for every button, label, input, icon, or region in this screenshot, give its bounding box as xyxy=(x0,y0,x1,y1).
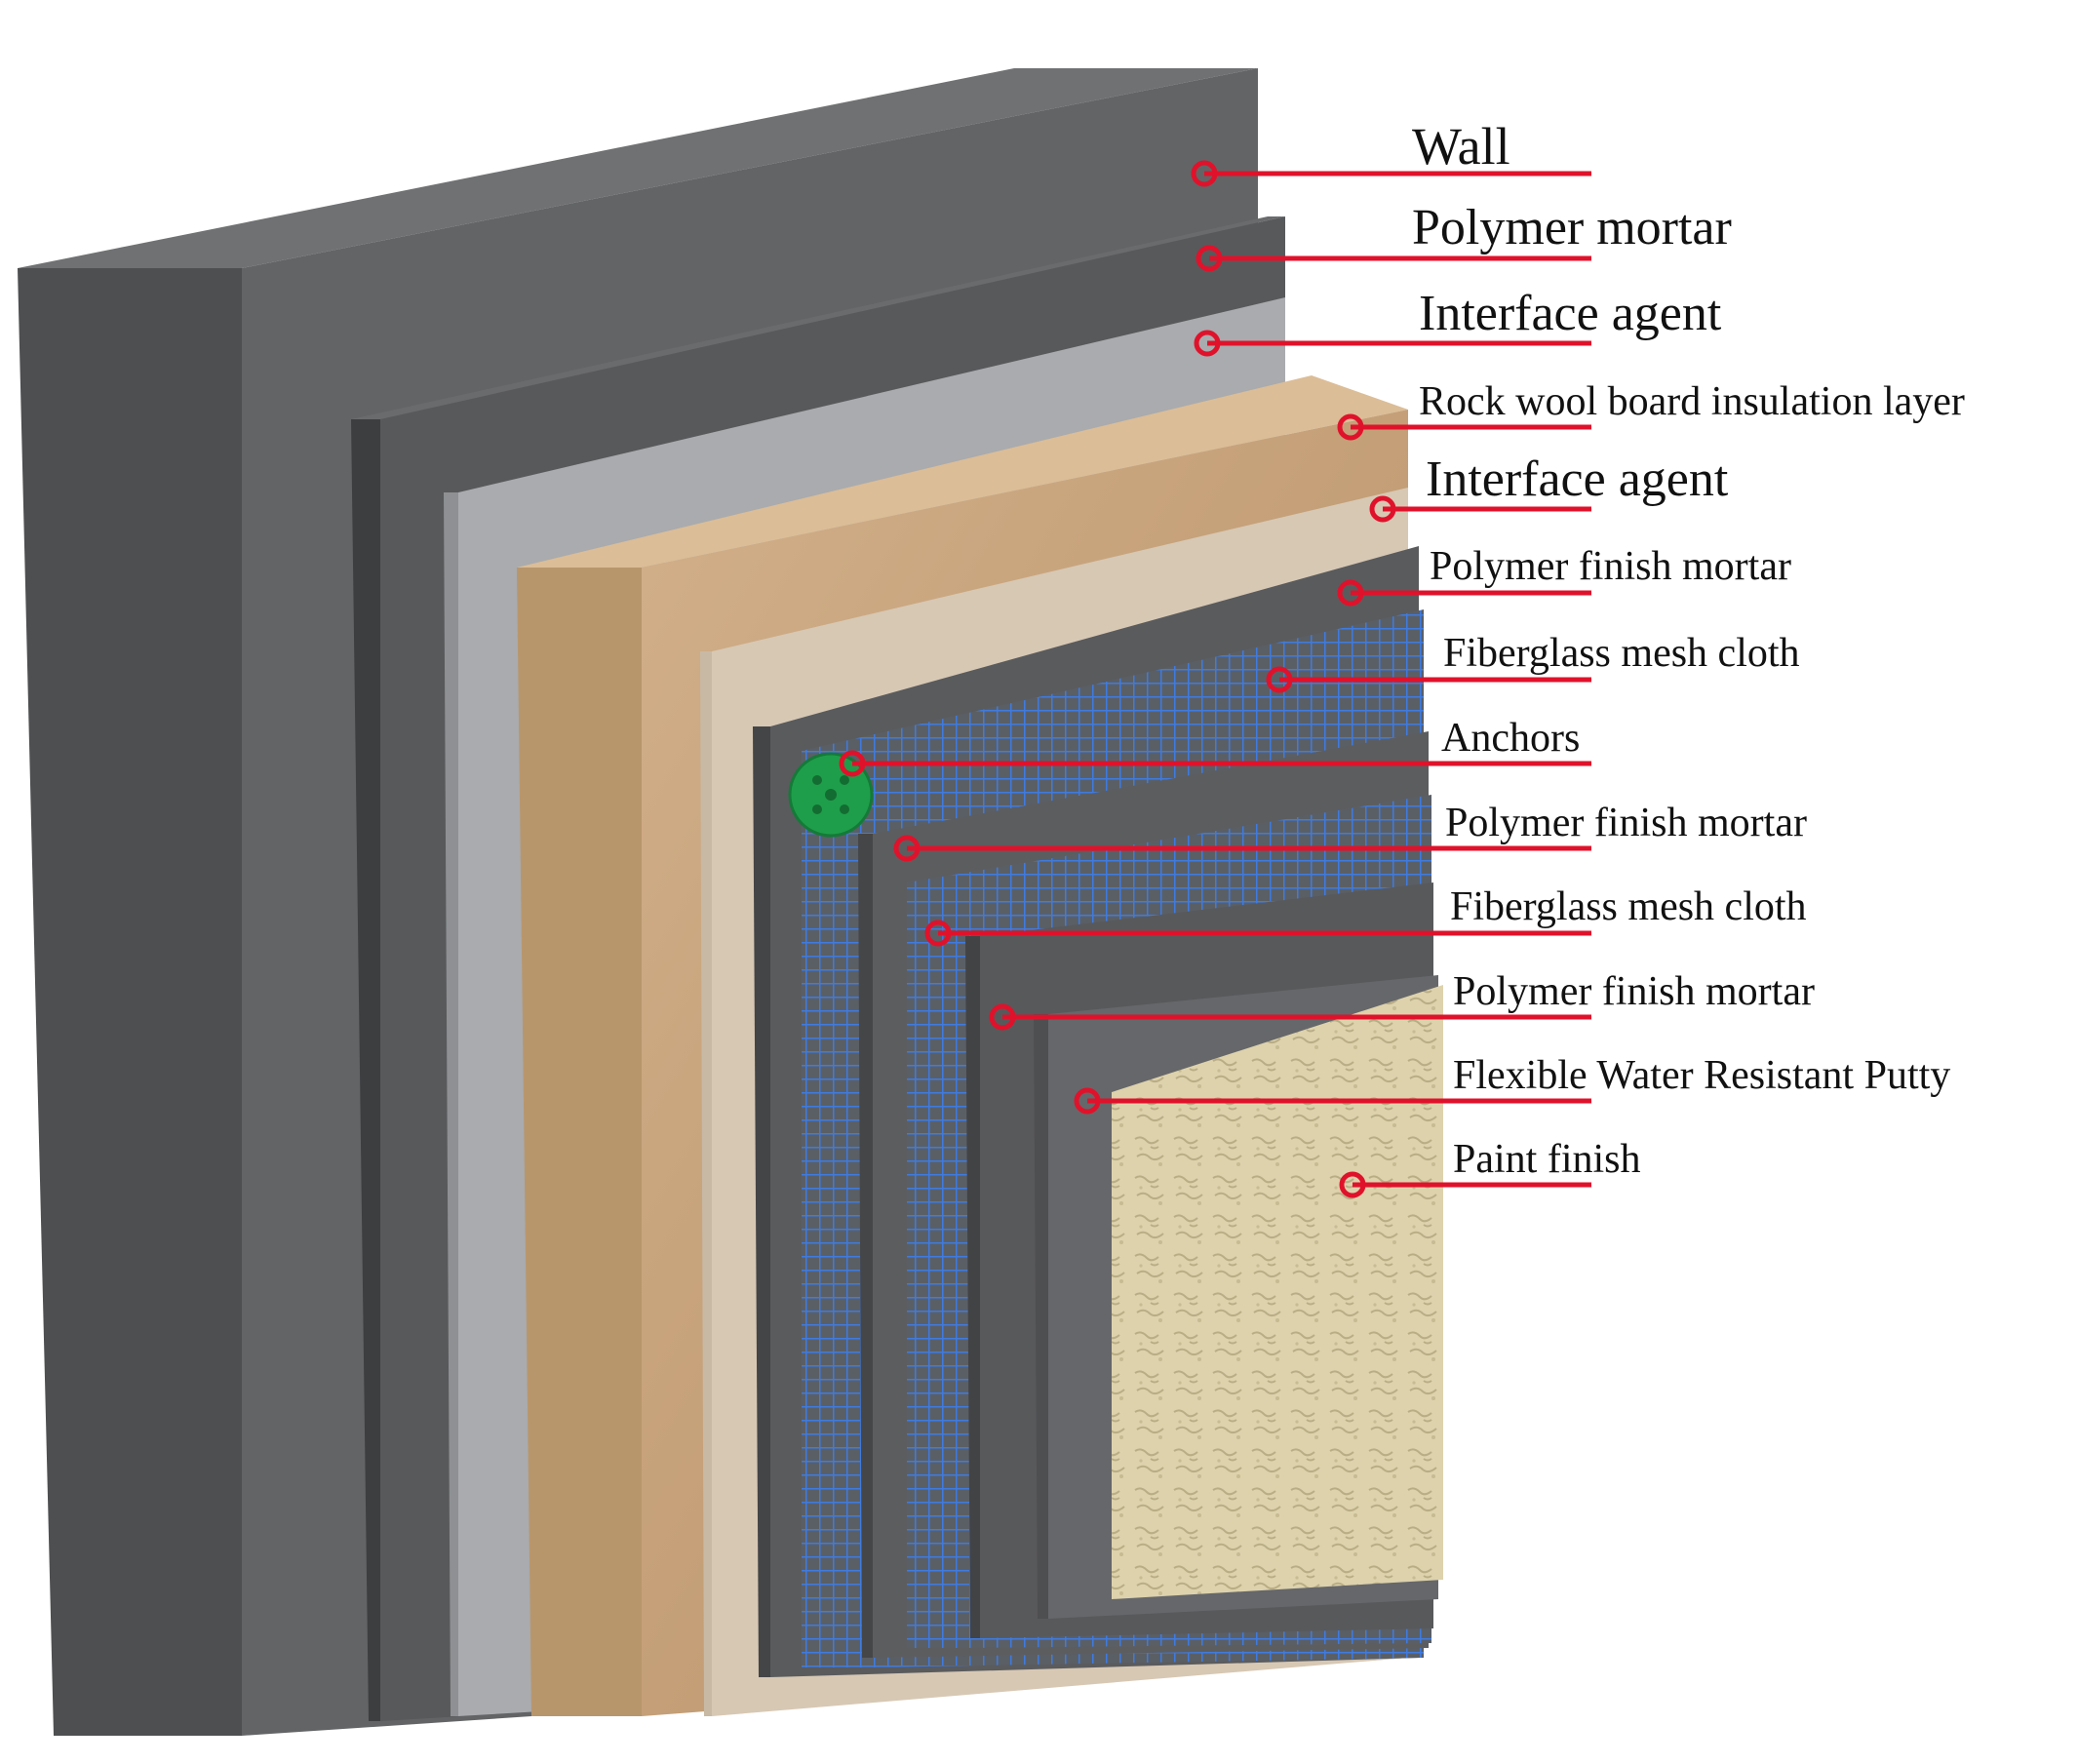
interface-agent-2-side xyxy=(700,651,712,1716)
leader-marker-polymer-finish-mortar-1 xyxy=(1337,579,1364,607)
label-rock-wool-board: Rock wool board insulation layer xyxy=(1419,379,1965,424)
polymer-finish-mortar-3-side xyxy=(965,936,980,1638)
leader-marker-interface-agent-1 xyxy=(1194,330,1221,357)
label-polymer-finish-mortar-3: Polymer finish mortar xyxy=(1453,969,1815,1014)
leader-marker-polymer-finish-mortar-3 xyxy=(989,1003,1016,1031)
leader-marker-rock-wool-board xyxy=(1337,413,1364,441)
leader-marker-polymer-finish-mortar-2 xyxy=(893,835,921,862)
polymer-mortar-side xyxy=(351,419,380,1721)
label-flexible-water-resistant-putty: Flexible Water Resistant Putty xyxy=(1453,1053,1950,1098)
label-fiberglass-mesh-1: Fiberglass mesh cloth xyxy=(1443,631,1800,676)
label-interface-agent-2: Interface agent xyxy=(1426,451,1729,507)
polymer-finish-mortar-1-side xyxy=(753,726,770,1677)
rock-wool-top xyxy=(517,375,1408,568)
label-interface-agent-1: Interface agent xyxy=(1419,286,1722,341)
leader-marker-fiberglass-mesh-2 xyxy=(924,920,952,947)
label-polymer-finish-mortar-2: Polymer finish mortar xyxy=(1445,801,1807,845)
leader-marker-wall xyxy=(1191,160,1218,187)
interface-agent-1-side xyxy=(444,492,458,1716)
paint-finish-front xyxy=(1112,985,1443,1599)
label-polymer-finish-mortar-1: Polymer finish mortar xyxy=(1430,544,1791,589)
leader-marker-flexible-water-resistant-putty xyxy=(1074,1087,1101,1115)
rock-wool-side xyxy=(517,568,642,1716)
leader-marker-fiberglass-mesh-1 xyxy=(1266,666,1293,693)
leader-marker-interface-agent-2 xyxy=(1369,495,1396,523)
wall-side xyxy=(18,268,242,1736)
label-anchors: Anchors xyxy=(1441,716,1580,761)
wall-top xyxy=(18,68,1258,268)
label-wall: Wall xyxy=(1412,117,1510,176)
leader-lines xyxy=(839,160,1591,1198)
label-polymer-mortar: Polymer mortar xyxy=(1412,200,1732,255)
label-paint-finish: Paint finish xyxy=(1453,1137,1641,1182)
leader-marker-anchors xyxy=(839,750,866,777)
label-fiberglass-mesh-2: Fiberglass mesh cloth xyxy=(1450,884,1807,929)
paint-finish-layer xyxy=(1112,985,1443,1599)
anchor-icon xyxy=(788,752,874,838)
leader-marker-paint-finish xyxy=(1339,1171,1366,1198)
putty-side xyxy=(1034,1014,1048,1619)
leader-marker-polymer-mortar xyxy=(1196,245,1223,272)
polymer-mortar-top xyxy=(351,216,1285,419)
polymer-finish-mortar-2-side xyxy=(858,834,873,1658)
